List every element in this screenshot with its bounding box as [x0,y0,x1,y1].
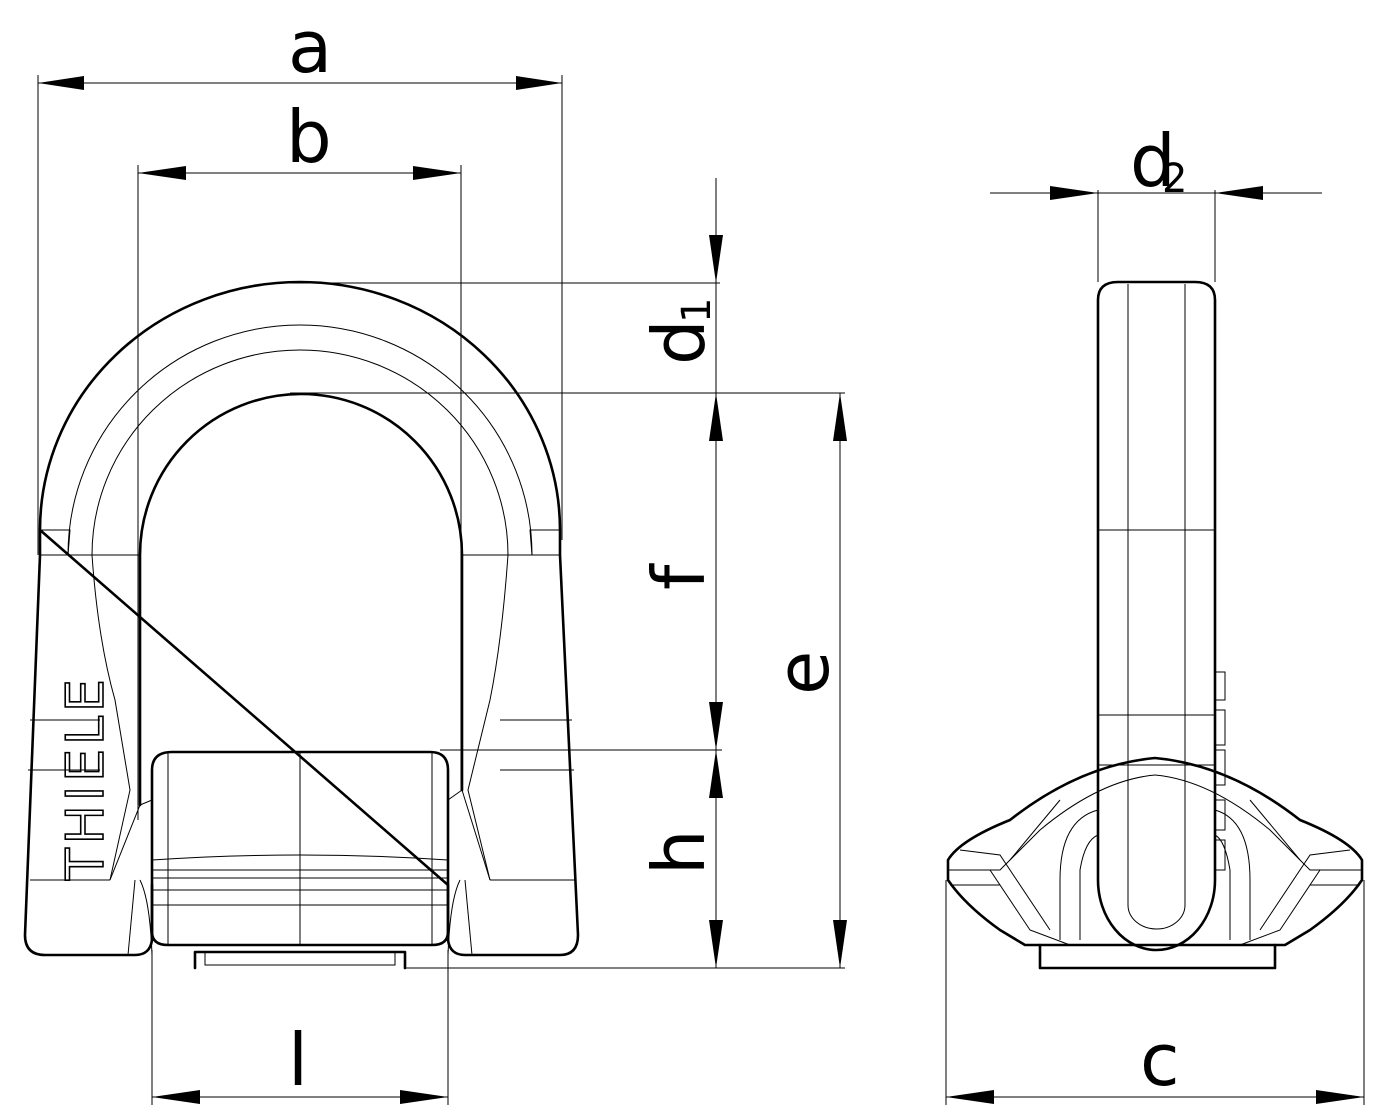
base-plate [193,950,407,970]
wing-base [946,756,1364,947]
weld-block [150,750,450,947]
svg-text:1: 1 [674,298,720,323]
label-d2: d 2 [1130,119,1187,203]
label-b: b [286,95,332,179]
label-d1: d 1 [637,298,721,365]
side-base-plate [1038,943,1277,970]
label-a: a [288,5,332,89]
shackle-side-profile [1096,280,1217,952]
dimension-lines [37,75,1365,1105]
svg-text:d: d [1130,119,1176,203]
label-e: e [761,651,845,695]
label-c: c [1140,1018,1180,1102]
label-l: l [288,1018,308,1102]
dimension-labels: a b c l d 2 d 1 f h e [286,5,1187,1102]
svg-text:2: 2 [1162,156,1187,202]
side-view [946,280,1364,970]
svg-text:d: d [637,319,721,365]
shackle-outer-contour [23,280,580,957]
label-f: f [637,563,721,590]
front-view: THIELE [23,280,580,970]
brand-text: THIELE [56,675,116,881]
label-h: h [637,829,721,875]
shackle-inner-contour [138,392,464,807]
